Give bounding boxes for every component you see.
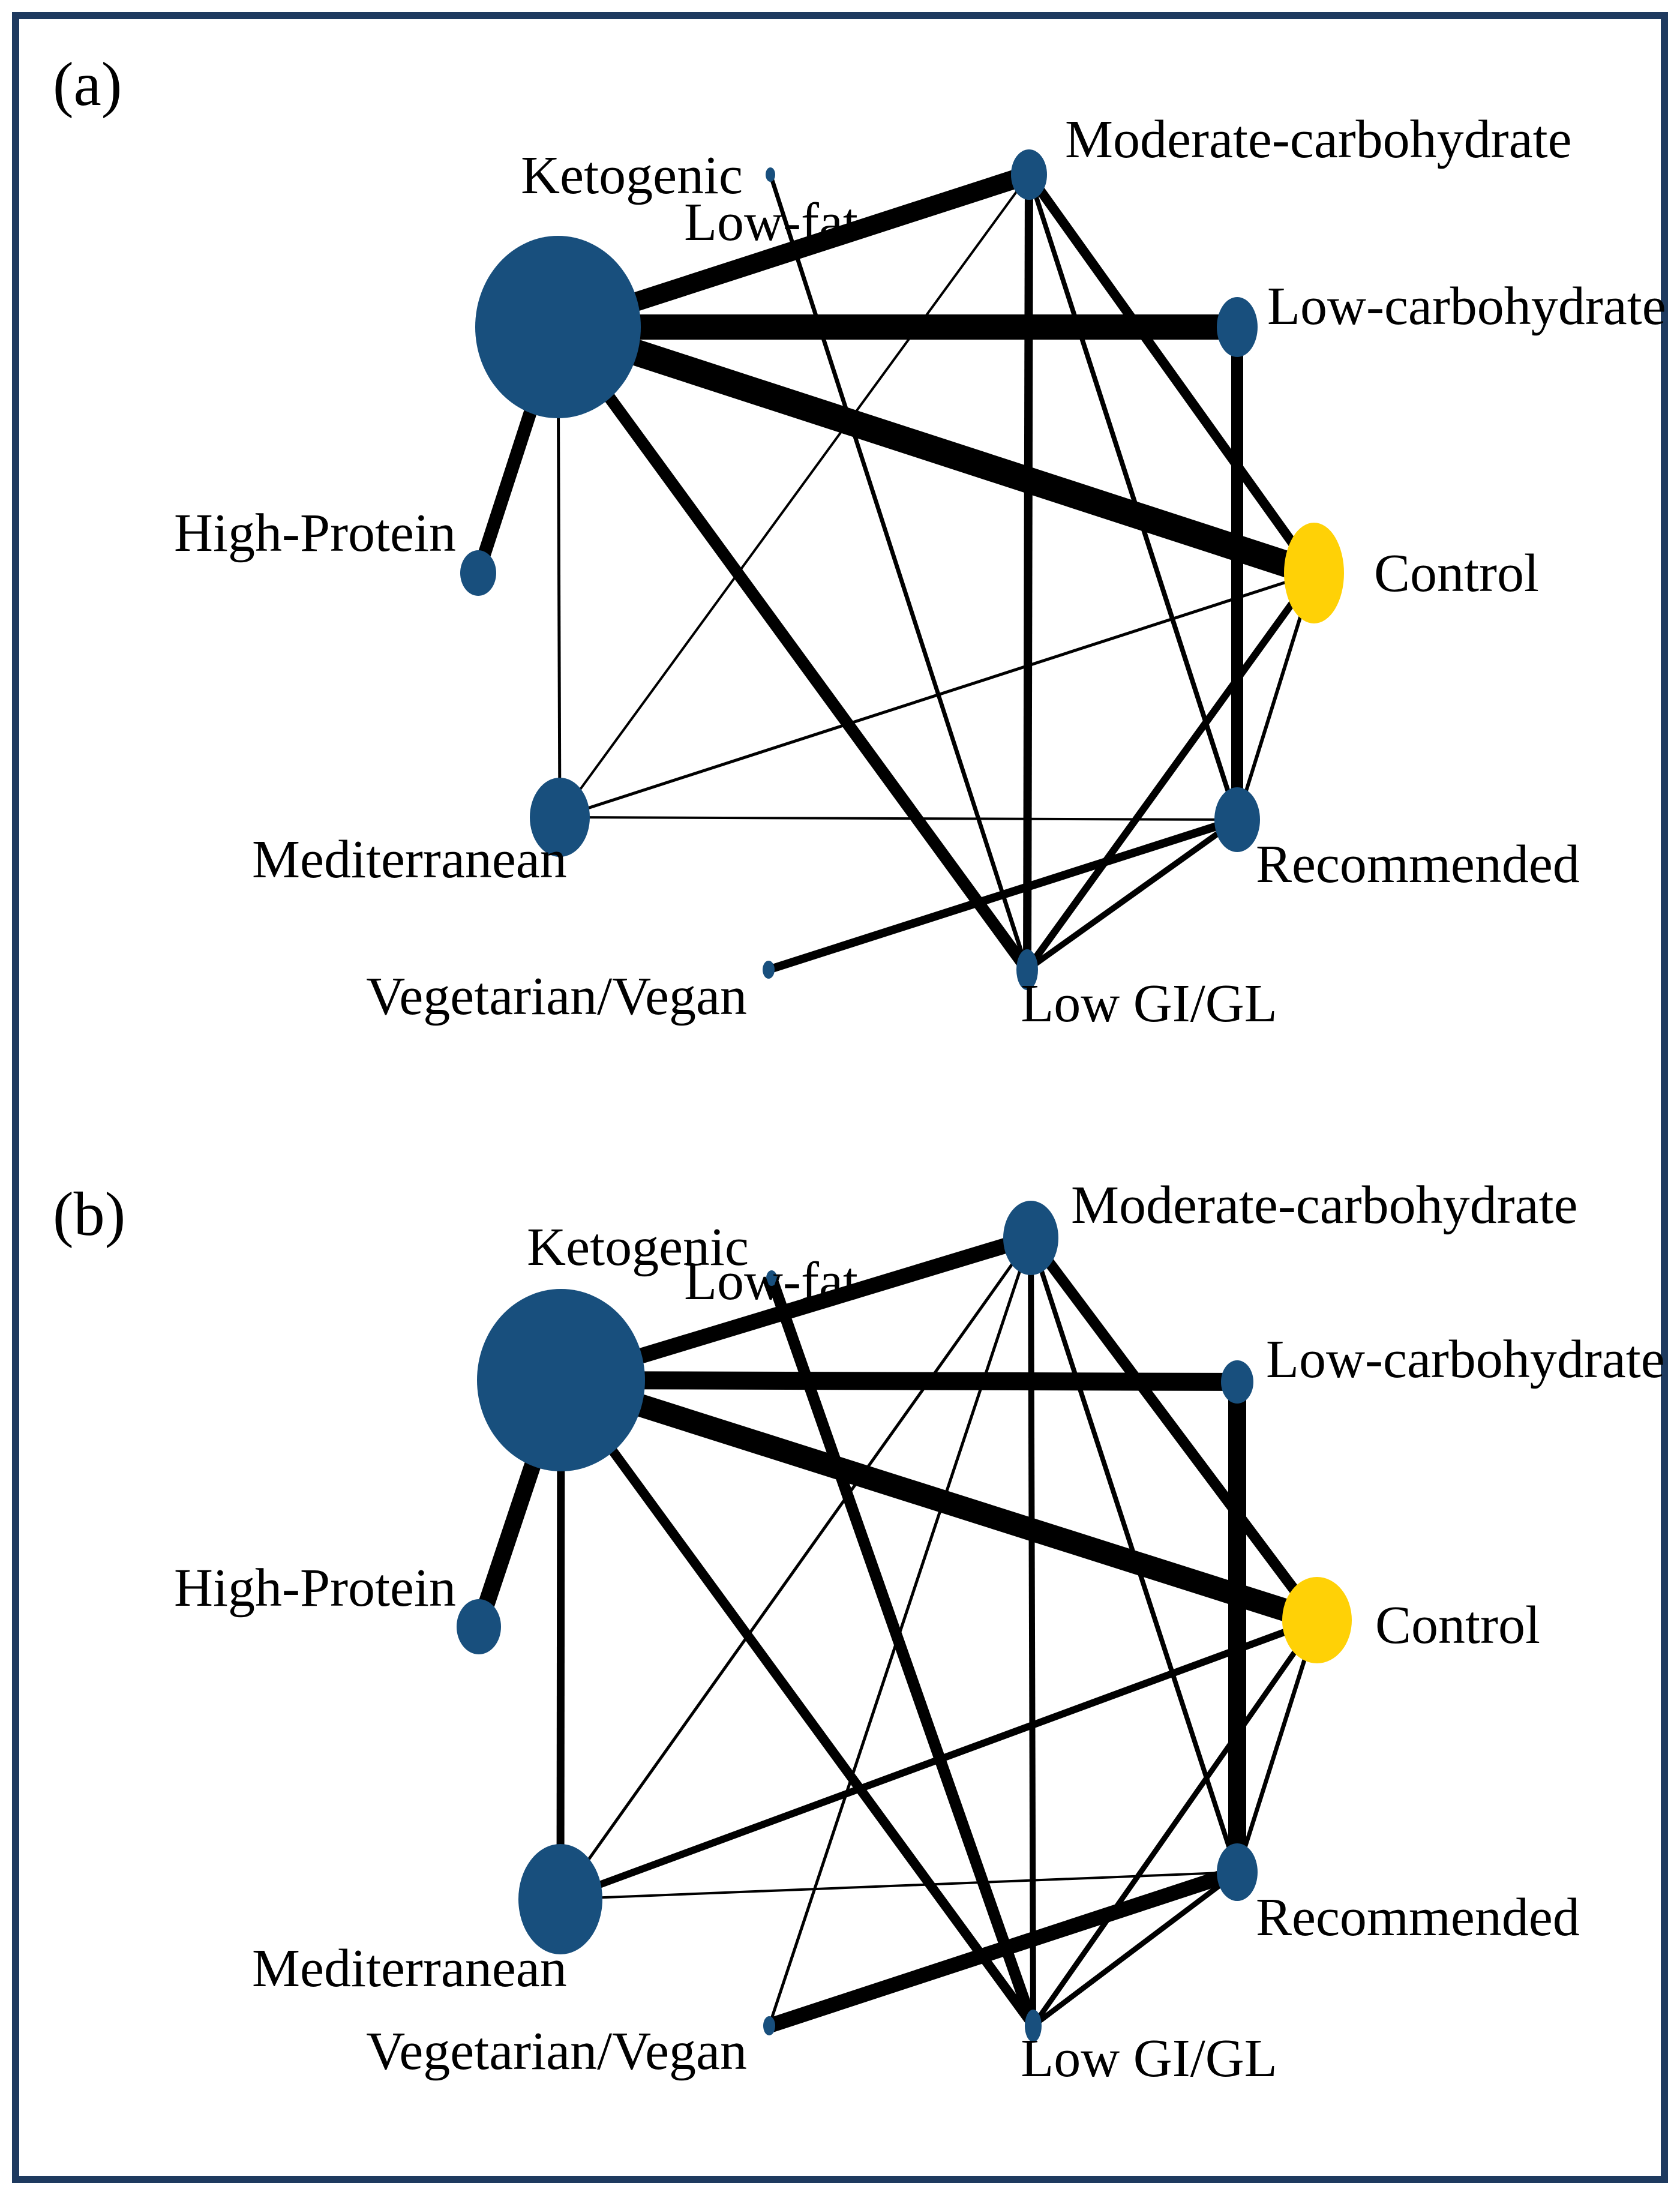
node-layer-b [457, 1201, 1352, 2042]
edge-recommended--low_gi [1025, 817, 1239, 973]
edge-moderate_carb--control [1026, 1234, 1322, 1624]
edge-control--mediterranean [559, 1617, 1319, 1903]
edge-moderate_carb--low_gi [1028, 1237, 1036, 2026]
node-label-high_protein: High-Protein [174, 503, 456, 563]
node-label-ketogenic: Ketogenic [527, 1218, 749, 1277]
node-low_fat [477, 1289, 645, 1471]
node-label-recommended: Recommended [1256, 835, 1580, 894]
node-label-mediterranean: Mediterranean [252, 830, 567, 889]
edge-moderate_carb--mediterranean [559, 173, 1030, 818]
edge-recommended--low_gi [1031, 1870, 1239, 2028]
edge-control--low_gi [1024, 571, 1317, 972]
node-ketogenic [766, 167, 775, 182]
node-label-high_protein: High-Protein [174, 1558, 456, 1618]
edge-low_fat--low_carb [560, 1371, 1238, 1391]
panel-label-b: (b) [53, 1180, 125, 1249]
node-label-mediterranean: Mediterranean [252, 1939, 567, 1998]
edge-recommended--mediterranean [559, 816, 1238, 821]
edge-control--low_gi [1031, 1618, 1319, 2028]
node-control [1284, 523, 1344, 623]
node-recommended [1217, 1843, 1258, 1901]
edge-moderate_carb--low_gi [1023, 174, 1033, 970]
node-vegetarian [763, 2016, 775, 2035]
node-label-moderate_carb: Moderate-carbohydrate [1065, 110, 1572, 169]
node-label-low_carb: Low-carbohydrate [1266, 1330, 1665, 1389]
node-label-low_fat: Low-fat [684, 193, 858, 252]
node-low_carb [1217, 297, 1258, 357]
node-label-moderate_carb: Moderate-carbohydrate [1071, 1176, 1578, 1235]
node-low_fat [475, 236, 641, 418]
edge-low_fat--control [557, 1369, 1321, 1632]
edge-low_fat--control [554, 314, 1318, 586]
edge-layer-b [470, 1230, 1322, 2033]
node-low_gi [1016, 949, 1038, 990]
edge-moderate_carb--vegetarian [767, 1237, 1033, 2026]
node-label-recommended: Recommended [1256, 1888, 1580, 1947]
node-low_carb [1221, 1360, 1253, 1404]
node-label-low_gi: Low GI/GL [1021, 2029, 1277, 2088]
edge-recommended--vegetarian [767, 815, 1239, 974]
edge-low_fat--low_gi [557, 1377, 1037, 2029]
node-layer-a [460, 149, 1344, 990]
node-label-vegetarian: Vegetarian/Vegan [366, 967, 747, 1026]
node-moderate_carb [1003, 1201, 1058, 1275]
edge-ketogenic--low_gi [768, 173, 1030, 971]
edge-recommended--mediterranean [560, 1871, 1238, 1900]
node-label-low_carb: Low-carbohydrate [1267, 277, 1666, 336]
node-label-vegetarian: Vegetarian/Vegan [366, 2022, 747, 2081]
edge-low_fat--low_gi [553, 323, 1033, 973]
node-high_protein [457, 1599, 501, 1654]
panel-label-a: (a) [53, 50, 122, 119]
node-label-ketogenic: Ketogenic [521, 146, 743, 205]
node-label-control: Control [1375, 1596, 1540, 1655]
edge-moderate_carb--recommended [1027, 173, 1240, 821]
node-mediterranean [530, 778, 590, 857]
node-low_gi [1025, 2010, 1042, 2042]
node-moderate_carb [1011, 149, 1047, 200]
edge-ketogenic--low_gi [766, 1276, 1039, 2028]
edge-recommended--vegetarian [767, 1865, 1240, 2033]
edge-control--recommended [1235, 1619, 1319, 1873]
node-label-low_fat: Low-fat [684, 1252, 858, 1311]
node-label-control: Control [1374, 544, 1539, 603]
figure-border [12, 12, 1668, 2183]
edge-control--mediterranean [559, 571, 1315, 819]
edge-moderate_carb--mediterranean [559, 1237, 1033, 1900]
node-high_protein [460, 550, 496, 596]
edge-moderate_carb--control [1025, 172, 1318, 576]
node-mediterranean [518, 1844, 602, 1954]
node-control [1282, 1577, 1352, 1663]
node-label-low_gi: Low GI/GL [1021, 974, 1277, 1033]
node-recommended [1214, 787, 1260, 852]
node-vegetarian [763, 961, 775, 979]
edge-moderate_carb--recommended [1028, 1237, 1240, 1873]
node-ketogenic [766, 1270, 777, 1286]
